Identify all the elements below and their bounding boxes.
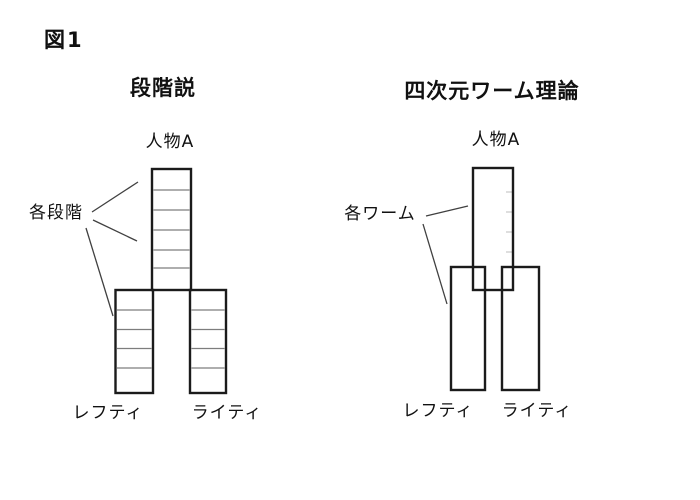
left-righty-label: ライティ	[191, 403, 263, 423]
left-panel-title: 段階説	[130, 76, 196, 100]
right-panel-title: 四次元ワーム理論	[404, 79, 580, 103]
left-lefty-label: レフティ	[72, 403, 144, 423]
stage-theory-figure	[114, 167, 228, 395]
worm-trunk-rect	[471, 166, 515, 292]
stage-segment-lines	[117, 189, 225, 369]
stage-left-leg-rect	[114, 288, 155, 395]
stage-annotation-pointers	[85, 181, 139, 317]
right-person-label: 人物A	[471, 130, 521, 150]
worm-right-leg-rect	[500, 265, 541, 392]
figure-label: 図1	[44, 28, 84, 52]
worm-left-leg-rect	[449, 265, 487, 392]
worm-annotation-pointers	[422, 205, 469, 305]
right-lefty-label: レフティ	[402, 401, 474, 421]
left-annotation-label: 各段階	[29, 203, 83, 223]
stage-right-leg-rect	[188, 288, 228, 395]
left-person-label: 人物A	[145, 132, 195, 152]
stage-trunk-rect	[150, 167, 193, 292]
right-righty-label: ライティ	[501, 401, 573, 421]
worm-theory-figure	[449, 166, 541, 392]
right-annotation-label: 各ワーム	[344, 204, 416, 224]
